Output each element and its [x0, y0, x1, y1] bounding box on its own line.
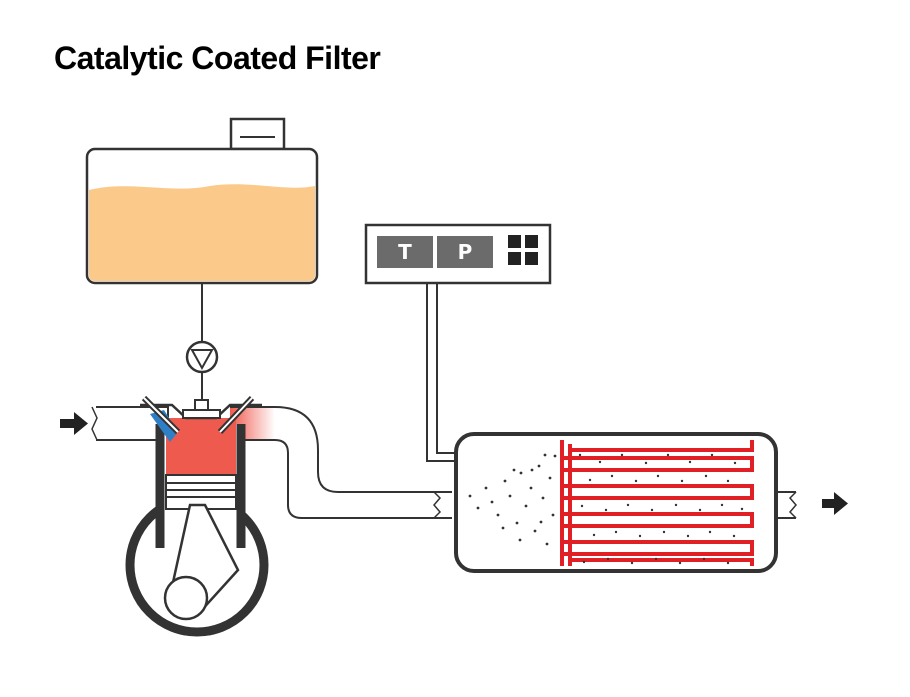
fuel-level: [89, 184, 315, 281]
engine-cylinder-icon: [125, 395, 269, 637]
filter-channels: [560, 440, 754, 566]
piston: [165, 474, 237, 510]
particulate-filter-icon: [454, 432, 797, 573]
page-title: Catalytic Coated Filter: [54, 40, 381, 76]
pressure-label: P: [458, 240, 473, 264]
pressure-key: [437, 236, 493, 268]
sensor-display-icon: T P: [364, 223, 552, 285]
grid-icon: [508, 235, 538, 265]
temperature-label: T: [398, 240, 412, 264]
intake-valve: [150, 410, 178, 442]
soot-particles: [468, 453, 744, 565]
pump-icon: [185, 340, 219, 374]
combustion-chamber: [166, 418, 236, 475]
exhaust-pipe: [230, 406, 452, 519]
outlet-arrow-icon: [822, 492, 848, 515]
sensor-cable: [426, 283, 470, 462]
inlet-arrow-icon: [60, 412, 88, 435]
temperature-key: [377, 236, 433, 268]
fuel-tank-icon: [85, 117, 319, 285]
tank-cap: [229, 117, 286, 151]
